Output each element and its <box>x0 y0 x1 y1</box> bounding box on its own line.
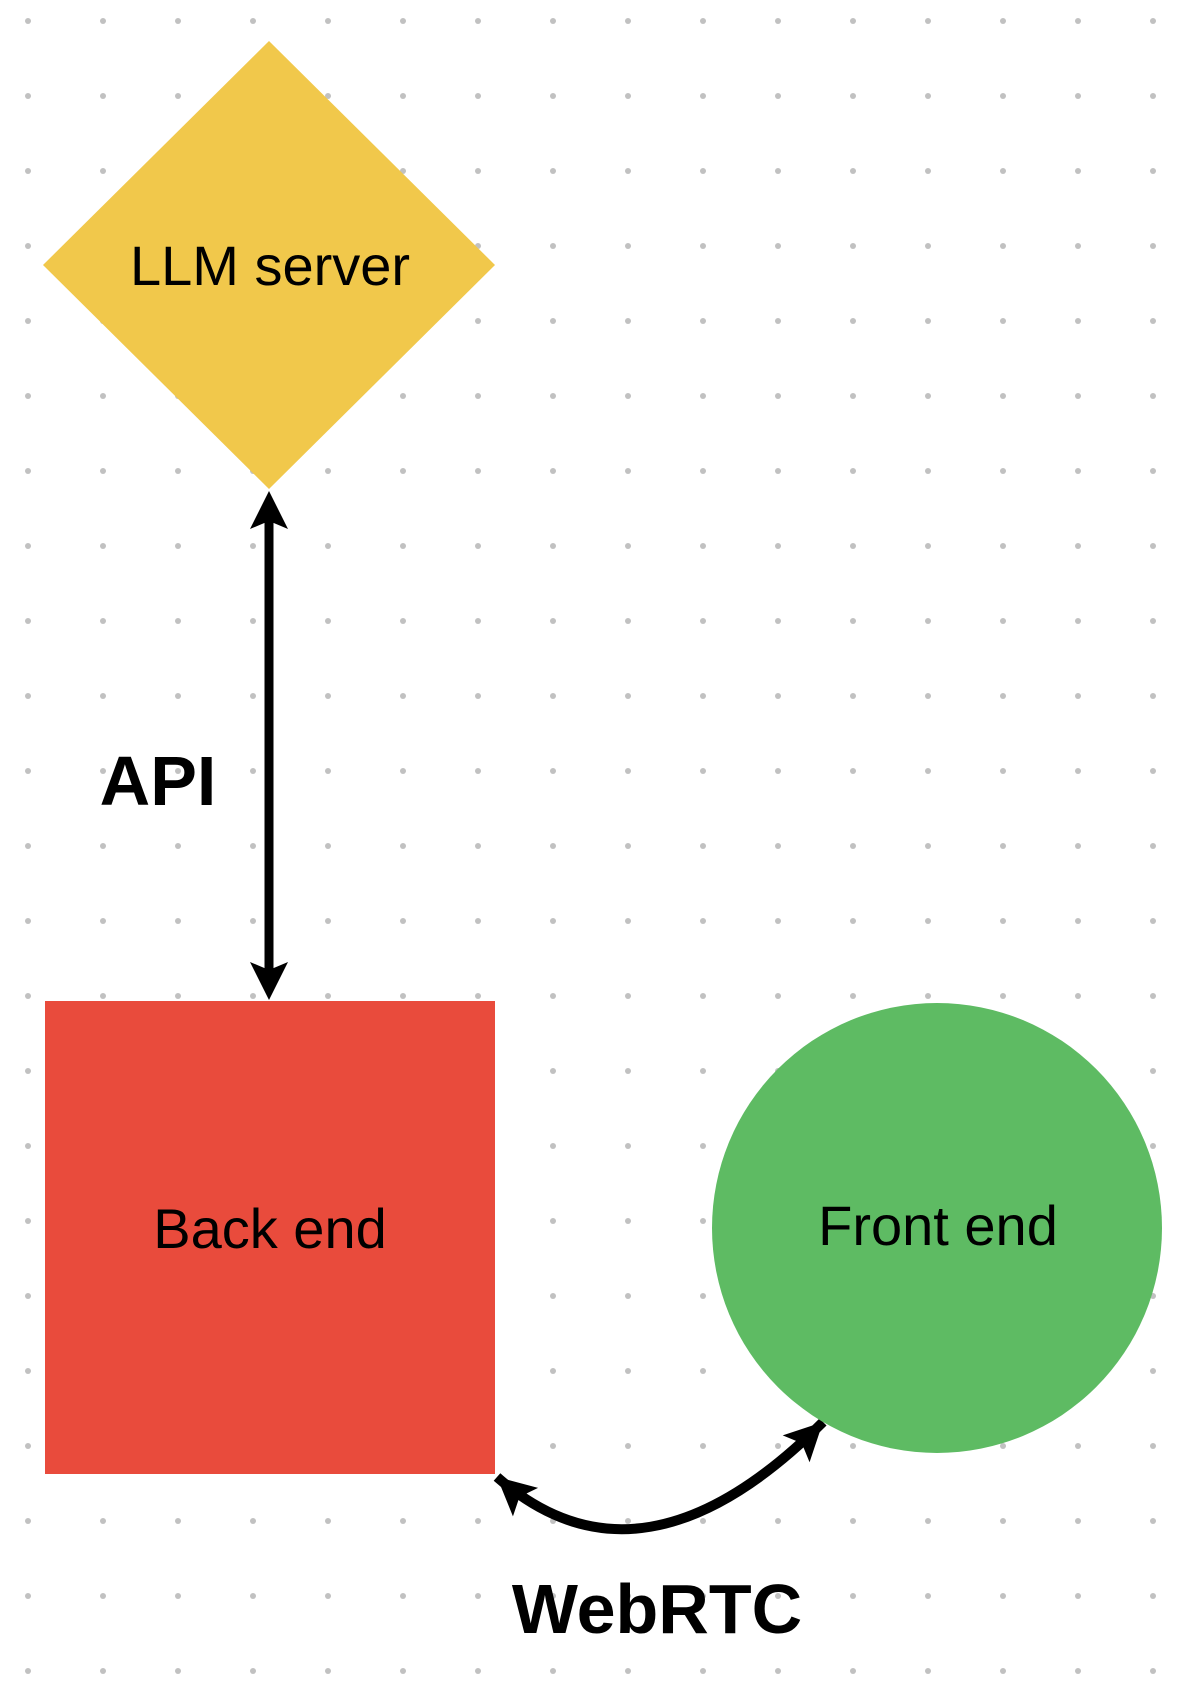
edge-label-api: API <box>100 742 217 820</box>
arrow-head-left <box>497 1477 539 1517</box>
node-label-back-end: Back end <box>153 1197 387 1260</box>
node-label-llm-server: LLM server <box>130 234 410 297</box>
edge-api-arrow[interactable] <box>250 491 288 1000</box>
circle-shape[interactable] <box>712 1003 1162 1453</box>
diamond-shape[interactable] <box>43 41 495 489</box>
arrow-head-right <box>782 1422 823 1463</box>
square-shape[interactable] <box>45 1001 495 1474</box>
edge-webrtc-arrow[interactable] <box>484 1409 836 1535</box>
node-front-end[interactable]: Front end <box>712 1003 1162 1453</box>
arrow-head-top <box>250 491 288 529</box>
arrow-curve[interactable] <box>493 1418 827 1535</box>
node-back-end[interactable]: Back end <box>45 1001 495 1474</box>
edge-label-webrtc: WebRTC <box>512 1570 802 1648</box>
node-llm-server[interactable]: LLM server <box>43 41 495 489</box>
arrow-head-bottom <box>250 962 288 1000</box>
node-label-front-end: Front end <box>818 1194 1058 1257</box>
